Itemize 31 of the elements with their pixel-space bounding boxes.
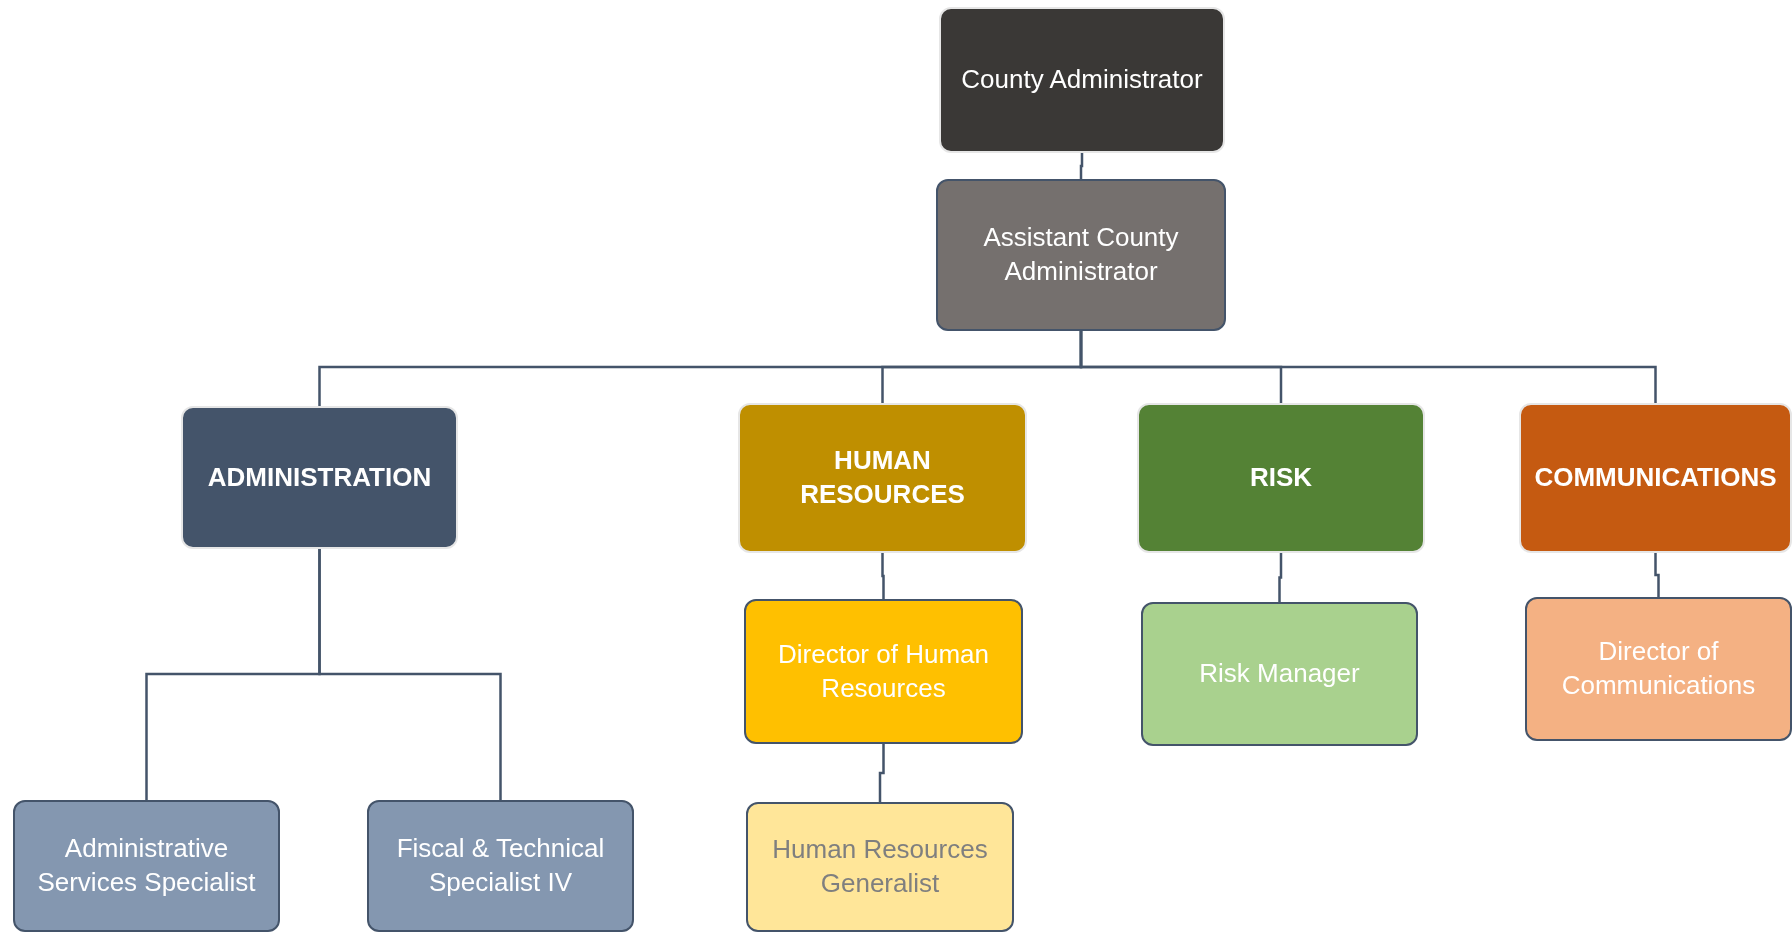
department-box xyxy=(181,406,458,549)
position-box xyxy=(13,800,280,932)
department-box xyxy=(1137,403,1425,553)
position-box xyxy=(939,7,1225,153)
box-title: Assistant County Administrator xyxy=(982,221,1180,288)
connector-line xyxy=(881,553,885,599)
connector-line xyxy=(1079,331,1657,403)
connector-line xyxy=(1654,553,1660,597)
box-title: COMMUNICATIONS xyxy=(1534,461,1777,495)
connector-line xyxy=(318,549,502,800)
box-title: Director of Human Resources xyxy=(777,637,990,705)
connector-line xyxy=(878,744,885,802)
box-title: Fiscal & Technical Specialist IV xyxy=(395,832,606,899)
position-box xyxy=(744,599,1023,744)
department-box xyxy=(1519,403,1792,553)
box-title: Human Resources Generalist xyxy=(771,833,989,900)
connector-line xyxy=(1278,553,1283,602)
box-title: Risk Manager xyxy=(1199,657,1360,691)
box-title: County Administrator xyxy=(961,63,1203,97)
box-title: HUMAN RESOURCES xyxy=(799,444,966,511)
box-title: Administrative Services Specialist xyxy=(36,832,257,899)
position-box xyxy=(1141,602,1418,746)
department-box xyxy=(738,403,1027,553)
position-box xyxy=(936,179,1226,331)
position-box xyxy=(367,800,634,932)
box-title: Director of Communications xyxy=(1560,635,1757,702)
box-title: ADMINISTRATION xyxy=(207,460,432,494)
position-box xyxy=(1525,597,1792,741)
connector-line xyxy=(1079,153,1084,179)
box-title: RISK xyxy=(1249,461,1313,495)
position-box xyxy=(746,802,1014,932)
